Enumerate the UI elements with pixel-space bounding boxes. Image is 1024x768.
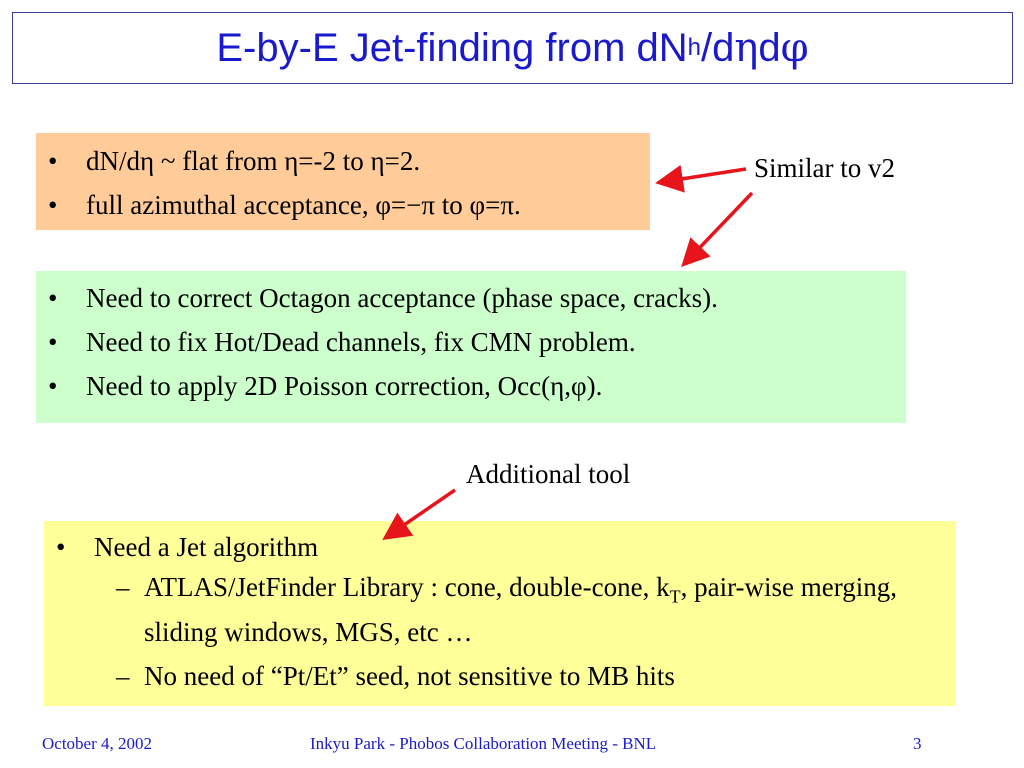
title-subscript: h (687, 34, 702, 61)
corrections-list: Need to correct Octagon acceptance (phas… (36, 276, 906, 408)
corrections-item-poisson: Need to apply 2D Poisson correction, Occ… (36, 364, 906, 408)
jet-list: Need a Jet algorithm ATLAS/JetFinder Lib… (44, 525, 956, 694)
arrow-to-acceptance (655, 164, 747, 193)
page-number: 3 (913, 734, 922, 753)
additional-note: Additional tool (466, 459, 631, 489)
title-d: d (758, 25, 781, 70)
acceptance-list: dN/dη ~ flat from η=-2 to η=2. full azim… (36, 139, 650, 227)
similar-note: Similar to v2 (754, 153, 895, 183)
jet-subitem-atlas-a: ATLAS/JetFinder Library : cone, double-c… (144, 572, 670, 602)
jet-subitem-atlas-b: , pair-wise merging, sliding windows, MG… (144, 572, 898, 648)
title-eta: η (734, 25, 759, 71)
title-phi: φ (780, 25, 809, 71)
jet-subitem-atlas: ATLAS/JetFinder Library : cone, double-c… (44, 569, 956, 650)
jet-subitem-seed: No need of “Pt/Et” seed, not sensitive t… (44, 658, 956, 694)
arrow-to-corrections (681, 191, 754, 268)
title-slash: /d (701, 25, 735, 70)
corrections-item-channels: Need to fix Hot/Dead channels, fix CMN p… (36, 320, 906, 364)
acceptance-panel: dN/dη ~ flat from η=-2 to η=2. full azim… (36, 133, 650, 230)
jet-subitem-atlas-subscript: T (669, 586, 681, 607)
corrections-item-octagon: Need to correct Octagon acceptance (phas… (36, 276, 906, 320)
acceptance-item-eta: dN/dη ~ flat from η=-2 to η=2. (36, 139, 650, 183)
title-main: E-by-E Jet-finding from dN (216, 25, 688, 70)
footer-date: October 4, 2002 (42, 734, 153, 753)
jet-algorithm-panel: Need a Jet algorithm ATLAS/JetFinder Lib… (44, 521, 956, 706)
corrections-panel: Need to correct Octagon acceptance (phas… (36, 271, 906, 423)
acceptance-item-phi: full azimuthal acceptance, φ=−π to φ=π. (36, 183, 650, 227)
footer-title: Inkyu Park - Phobos Collaboration Meetin… (310, 734, 657, 753)
jet-item-algorithm: Need a Jet algorithm (44, 525, 956, 569)
